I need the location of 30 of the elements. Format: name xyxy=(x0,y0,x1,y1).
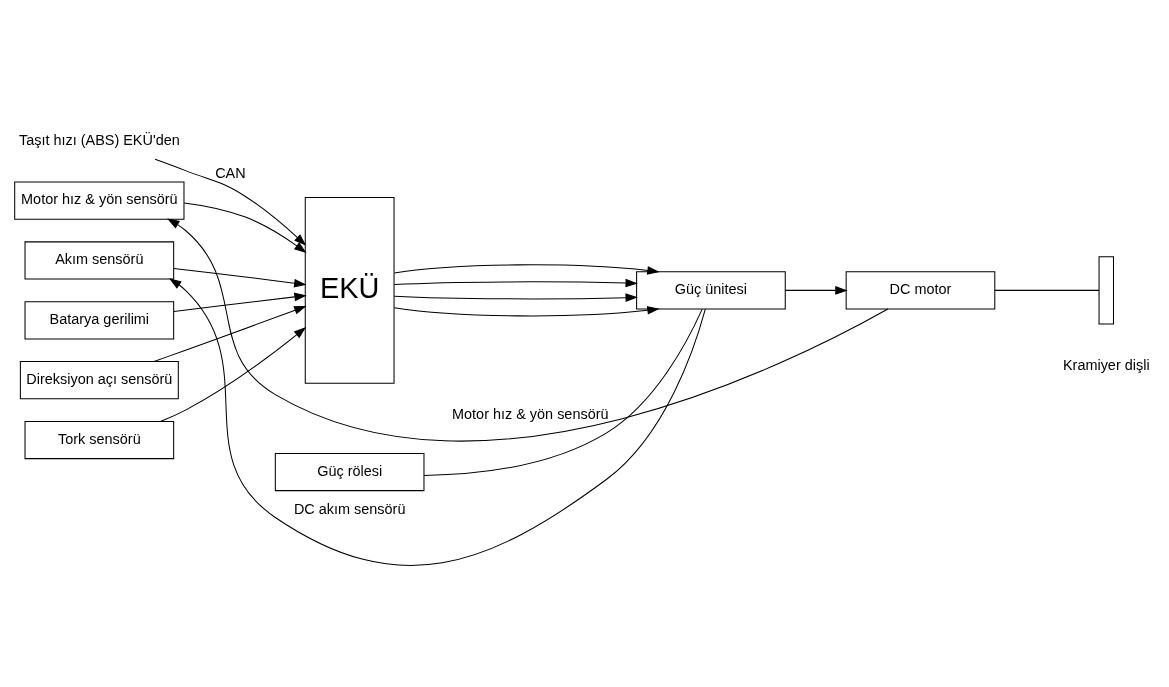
arrow xyxy=(154,158,306,246)
connector xyxy=(423,308,703,476)
arrow xyxy=(166,217,888,441)
node-box: Motor hız & yön sensörü xyxy=(13,181,184,220)
arrow xyxy=(168,277,706,566)
arrow xyxy=(784,285,848,295)
node-box: Tork sensörü xyxy=(24,420,174,459)
arrow xyxy=(393,263,660,275)
connector xyxy=(993,289,1099,291)
arrow xyxy=(393,305,660,316)
arrow xyxy=(172,292,307,312)
node-box: Direksiyon açı sensörü xyxy=(19,360,179,399)
arrow xyxy=(172,267,306,287)
node-box: Güç ünitesi xyxy=(635,270,786,309)
node-bar xyxy=(1098,255,1114,324)
node-text: Taşıt hızı (ABS) EKÜ'den xyxy=(18,131,180,148)
edge-label: CAN xyxy=(214,164,246,181)
arrow xyxy=(159,326,306,422)
arrow xyxy=(183,201,306,253)
node-box: DC motor xyxy=(845,270,995,309)
node-box: Akım sensörü xyxy=(24,240,174,280)
arrow xyxy=(153,305,307,362)
node-box: Güç rölesi xyxy=(274,452,424,491)
node-label: Kramiyer dişli xyxy=(1062,356,1150,373)
node-box: EKÜ xyxy=(304,196,395,384)
arrow xyxy=(393,292,638,302)
arrow xyxy=(393,278,638,287)
edge-label: Motor hız & yön sensörü xyxy=(451,405,609,422)
edge-label: DC akım sensörü xyxy=(293,500,405,517)
node-box: Batarya gerilimi xyxy=(24,300,174,339)
